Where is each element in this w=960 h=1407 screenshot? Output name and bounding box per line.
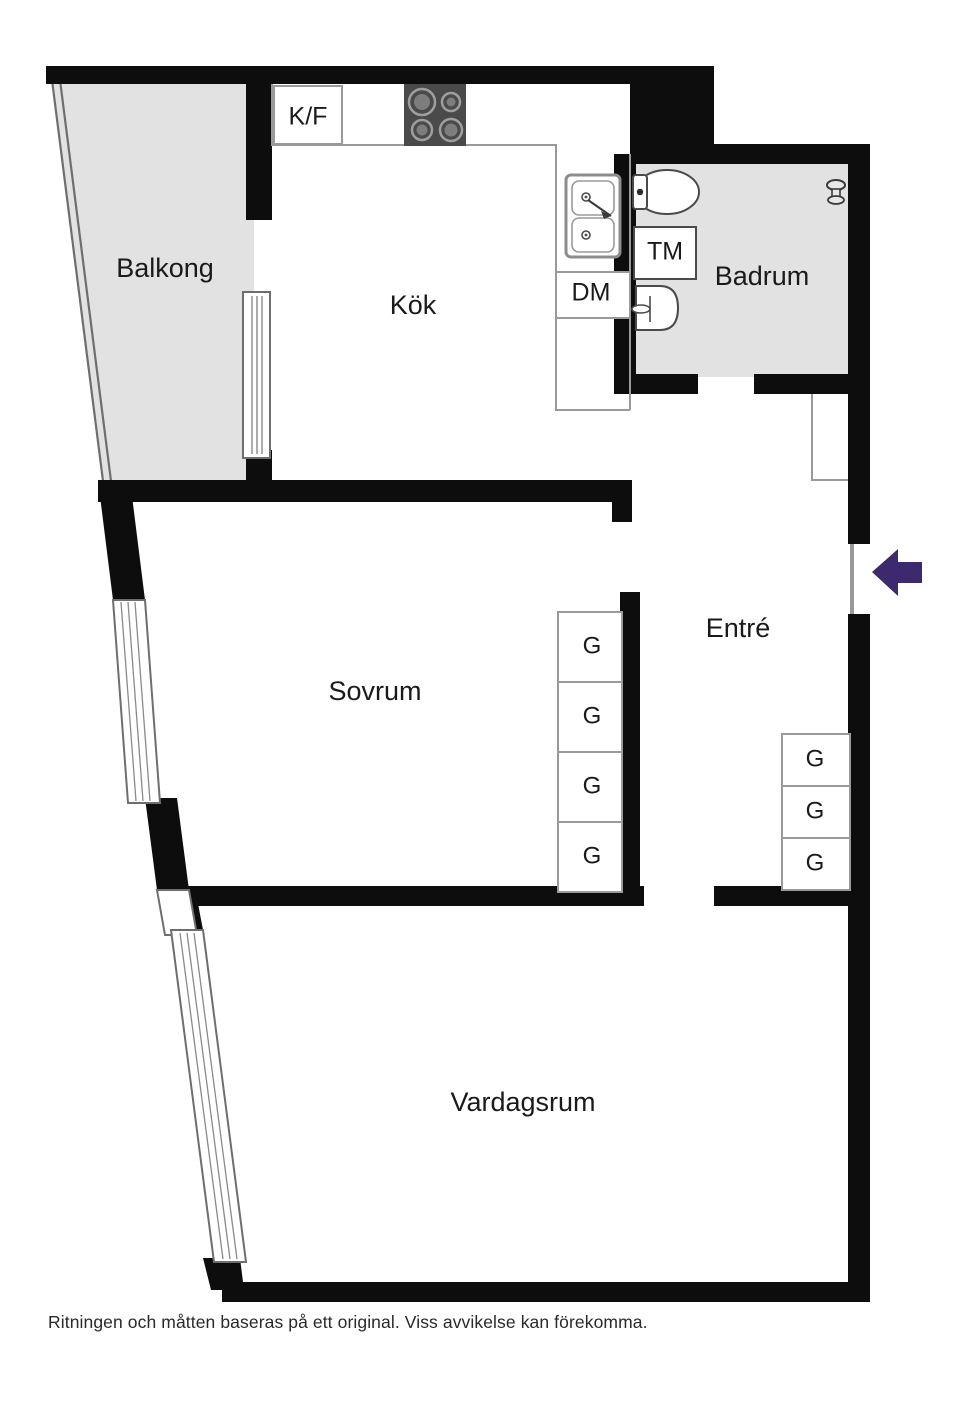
appliance-label-kf: K/F	[289, 103, 328, 131]
living-window-upper-frame	[155, 889, 199, 936]
living-window-pane-2	[186, 932, 231, 1260]
kitchen-counter-outline	[271, 84, 630, 411]
wardrobe-label: G	[806, 745, 825, 772]
wardrobe-label: G	[583, 702, 602, 729]
shower-fixture-icon	[826, 179, 846, 205]
stove-burner-2-inner	[446, 97, 456, 107]
stove-burner-4	[438, 117, 464, 143]
appliance-label-dm: DM	[572, 279, 611, 307]
wardrobe-label: G	[583, 842, 602, 869]
balcony-railing-outer	[50, 79, 105, 482]
living-window-pane-1	[179, 932, 224, 1260]
wall-right-below-door	[848, 614, 870, 1302]
wall-right-above-door	[848, 388, 870, 544]
wall-sovrum-hall-stub	[612, 480, 632, 522]
bedroom-window-pane-3	[134, 601, 151, 802]
wardrobe-unit	[557, 751, 623, 823]
wash-basin-icon	[631, 285, 680, 331]
wardrobe-label: G	[806, 797, 825, 824]
sink-drain-upper-dot	[584, 195, 588, 199]
balcony-area	[50, 78, 254, 482]
balcony-door	[242, 291, 271, 459]
front-door	[850, 544, 854, 614]
bedroom-wardrobes	[557, 611, 623, 893]
wall-sovrum-entre	[620, 592, 640, 906]
shower-base	[827, 195, 845, 205]
sink-faucet-arm	[587, 199, 612, 217]
bedroom-window	[111, 599, 162, 804]
arrow-shape	[872, 549, 922, 596]
hall-niche-outline	[811, 394, 848, 481]
toilet-icon	[632, 169, 700, 215]
sink-drain-lower	[581, 230, 591, 240]
balcony-railing-inner	[58, 79, 113, 482]
wardrobe-unit	[557, 611, 623, 683]
wall-slanted-1	[98, 480, 145, 600]
wall-kitchen-sovrum	[98, 480, 632, 502]
stove-burner-4-inner	[444, 123, 458, 137]
wardrobe-unit	[781, 837, 851, 891]
living-room-window	[169, 929, 248, 1263]
bedroom-window-pane-2	[127, 601, 144, 802]
entrance-direction-arrow	[872, 549, 922, 596]
wall-slanted-2	[145, 798, 189, 890]
room-label-sovrum: Sovrum	[328, 676, 421, 706]
room-label-entre: Entré	[706, 613, 771, 643]
wardrobe-label: G	[583, 772, 602, 799]
wall-bathroom-bottom-left	[614, 374, 698, 394]
disclaimer-caption: Ritningen och måtten baseras på ett orig…	[48, 1312, 648, 1332]
sink-faucet-head	[601, 211, 611, 219]
sink-drain-lower-dot	[584, 233, 588, 237]
wall-kitchen-right-upper	[630, 66, 714, 154]
sink-basin-lower	[571, 217, 615, 253]
sink-drain-upper	[581, 192, 591, 202]
wardrobe-label: G	[806, 849, 825, 876]
wall-sovrum-vardagsrum	[178, 886, 644, 906]
balcony-floor	[52, 78, 254, 480]
washing-machine-box	[633, 226, 697, 280]
stove-cooktop	[404, 84, 466, 146]
appliance-label-tm: TM	[647, 238, 683, 266]
room-label-badrum: Badrum	[715, 261, 810, 291]
wall-top-exterior	[46, 66, 714, 84]
hall-wardrobes	[781, 733, 851, 891]
stove-burner-3-inner	[416, 124, 428, 136]
stove-burner-1-inner	[414, 94, 430, 110]
wardrobe-unit	[557, 821, 623, 893]
appliance-boxes	[555, 271, 631, 319]
bathroom-fixtures	[631, 169, 846, 331]
room-label-balkong: Balkong	[116, 253, 214, 283]
toilet-flush-button	[636, 188, 644, 196]
wall-bathroom-right	[848, 144, 870, 394]
wall-bathroom-top	[630, 144, 870, 164]
kitchen-sink	[564, 173, 622, 259]
stove-burner-3	[410, 118, 434, 142]
wall-slanted-bottom-corner	[203, 1258, 244, 1290]
bedroom-window-pane-1	[120, 601, 137, 802]
wall-bottom-exterior	[222, 1282, 870, 1302]
living-window-pane-3	[193, 932, 238, 1260]
dishwasher-box	[555, 271, 631, 319]
wardrobe-unit	[781, 733, 851, 787]
room-label-vardagsrum: Vardagsrum	[450, 1087, 595, 1117]
wall-bathroom-bottom-right	[754, 374, 870, 394]
sink-basin-upper	[571, 180, 615, 216]
room-label-kok: Kök	[390, 290, 437, 320]
living-room-window-upper	[155, 889, 199, 936]
front-door-opening	[850, 544, 854, 614]
basin-bowl	[635, 285, 680, 331]
basin-tap	[631, 304, 651, 314]
stove-burner-2	[440, 91, 462, 113]
wardrobe-label: G	[583, 632, 602, 659]
stove-burner-1	[407, 87, 437, 117]
wall-balcony-kitchen-upper	[246, 66, 272, 220]
